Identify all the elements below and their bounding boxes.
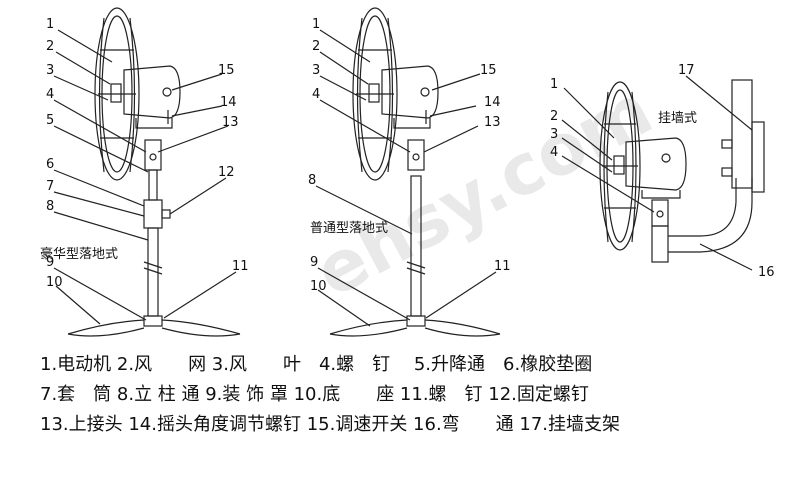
callout-17: 17 bbox=[678, 63, 695, 78]
wall-screw-top bbox=[721, 139, 733, 149]
fan-guard-wires bbox=[98, 17, 136, 173]
fan-hub bbox=[368, 83, 380, 103]
joint-screw bbox=[412, 153, 420, 161]
base-bottom bbox=[329, 327, 501, 337]
fan-hub bbox=[110, 83, 122, 103]
tilt-bracket bbox=[641, 190, 681, 199]
callout-labels: 1 2 3 4 5 6 7 8 9 10 11 12 13 14 15 1 2 … bbox=[40, 17, 775, 294]
callout-1: 1 bbox=[312, 17, 320, 32]
callout-4: 4 bbox=[550, 145, 558, 160]
joint-screw bbox=[656, 210, 664, 218]
base-top bbox=[329, 319, 501, 335]
variant-label-standard: 普通型落地式 bbox=[310, 221, 388, 236]
callout-3: 3 bbox=[312, 63, 320, 78]
callout-7: 7 bbox=[46, 179, 54, 194]
motor-housing bbox=[625, 137, 687, 191]
pole-break bbox=[143, 261, 163, 275]
decorative-cover bbox=[406, 315, 426, 327]
joint-screw bbox=[149, 153, 157, 161]
column-tube bbox=[410, 175, 422, 317]
callout-10: 10 bbox=[310, 279, 327, 294]
decorative-cover bbox=[143, 315, 163, 327]
callout-13: 13 bbox=[222, 115, 239, 130]
speed-switch bbox=[420, 87, 430, 97]
variant-label-deluxe: 豪华型落地式 bbox=[40, 246, 118, 262]
callout-9: 9 bbox=[310, 255, 318, 270]
elbow-tube bbox=[668, 178, 753, 253]
tilt-bracket bbox=[393, 118, 431, 129]
callout-16: 16 bbox=[758, 265, 775, 280]
callout-2: 2 bbox=[312, 39, 320, 54]
deluxe-leaders bbox=[53, 29, 237, 325]
speed-switch bbox=[661, 153, 671, 163]
tilt-bracket bbox=[135, 118, 173, 129]
upper-joint bbox=[407, 139, 425, 171]
callout-8: 8 bbox=[46, 199, 54, 214]
fixing-screw bbox=[161, 209, 171, 219]
callout-2: 2 bbox=[550, 109, 558, 124]
callout-4: 4 bbox=[312, 87, 320, 102]
wall-mount-fan bbox=[561, 75, 765, 271]
callout-6: 6 bbox=[46, 157, 54, 172]
speed-switch bbox=[162, 87, 172, 97]
callout-12: 12 bbox=[218, 165, 235, 180]
callout-2: 2 bbox=[46, 39, 54, 54]
callout-10: 10 bbox=[46, 275, 63, 290]
elbow-sleeve bbox=[651, 225, 669, 263]
upper-joint bbox=[651, 199, 669, 227]
callout-9: 9 bbox=[46, 255, 54, 270]
base-top bbox=[67, 319, 241, 335]
wall-screw-bottom bbox=[721, 167, 733, 177]
callout-11: 11 bbox=[494, 259, 511, 274]
wall-leaders bbox=[561, 75, 753, 271]
motor-housing bbox=[123, 65, 181, 119]
callout-14: 14 bbox=[220, 95, 237, 110]
callout-3: 3 bbox=[550, 127, 558, 142]
callout-8: 8 bbox=[308, 173, 316, 188]
deluxe-floor-fan bbox=[53, 7, 241, 337]
wall-mount bbox=[751, 121, 765, 193]
variant-label-wall: 挂墙式 bbox=[658, 111, 697, 126]
callout-14: 14 bbox=[484, 95, 501, 110]
base-bottom bbox=[67, 327, 241, 337]
fan-hub bbox=[613, 155, 625, 175]
standard-leaders bbox=[315, 29, 497, 327]
callout-1: 1 bbox=[550, 77, 558, 92]
callout-11: 11 bbox=[232, 259, 249, 274]
upper-joint bbox=[144, 139, 162, 171]
callout-5: 5 bbox=[46, 113, 54, 128]
fan-guard-outer bbox=[599, 81, 641, 251]
motor-housing bbox=[381, 65, 439, 119]
sleeve bbox=[143, 199, 163, 229]
fan-guard-outer bbox=[352, 7, 398, 181]
callout-13: 13 bbox=[484, 115, 501, 130]
fan-guard-wires bbox=[356, 17, 394, 173]
standard-floor-fan bbox=[315, 7, 501, 337]
callout-15: 15 bbox=[218, 63, 235, 78]
callout-15: 15 bbox=[480, 63, 497, 78]
callout-3: 3 bbox=[46, 63, 54, 78]
wall-bracket-plate bbox=[731, 79, 753, 189]
callout-1: 1 bbox=[46, 17, 54, 32]
riser-tube bbox=[148, 169, 158, 201]
callout-4: 4 bbox=[46, 87, 54, 102]
pole-break bbox=[406, 261, 426, 275]
